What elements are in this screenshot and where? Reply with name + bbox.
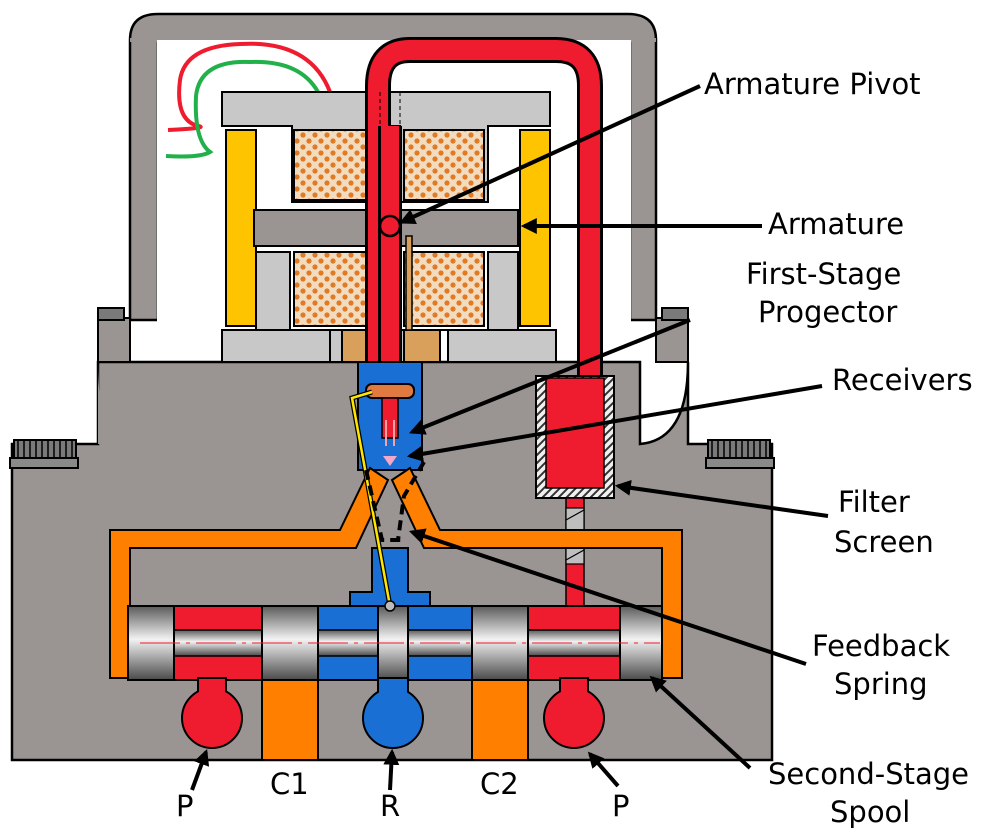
coil-upper-left [293, 129, 375, 201]
port-r-bulb [362, 687, 424, 749]
leader-port-p-left [190, 748, 210, 791]
port-p-left-bulb [181, 687, 243, 749]
port-p-right-bulb [543, 687, 605, 749]
receiver-jet-cone [383, 456, 397, 466]
label-receivers: Receivers [832, 363, 973, 397]
flexure-sleeve-right [405, 235, 413, 331]
supply-tube [365, 37, 603, 380]
coil-lower-left [293, 251, 375, 327]
red-wire [167, 41, 332, 132]
receiver-dashed-right [396, 460, 426, 541]
leader-lines [190, 84, 829, 791]
label-second-stage-line2: Spool [830, 795, 910, 829]
label-first-stage-line1: First-Stage [746, 257, 901, 291]
armature-pivot-point [378, 214, 402, 238]
leader-filter-screen [614, 479, 829, 518]
ports [181, 677, 605, 761]
magnet-left [225, 129, 257, 327]
label-armature: Armature [768, 207, 904, 241]
screw-right-top [661, 307, 689, 321]
filter-screen [535, 375, 615, 499]
port-label-c2: C2 [480, 767, 519, 801]
housing-flange-left [97, 317, 131, 363]
label-filter-line1: Filter [838, 485, 910, 519]
screw-left-top [97, 307, 125, 321]
flexure-block-right [403, 329, 441, 363]
label-filter-line2: Screen [834, 525, 934, 559]
port-label-r: R [380, 789, 400, 823]
leader-feedback-spring [408, 528, 807, 666]
leader-second-stage [649, 675, 752, 770]
projector-jet [381, 397, 399, 439]
label-first-stage-line2: Progector [758, 295, 897, 329]
leader-receivers [406, 384, 823, 462]
port-c2-passage [471, 679, 529, 761]
port-label-p-left: P [176, 789, 194, 823]
label-feedback-line1: Feedback [812, 629, 950, 663]
feedback-spring-core [350, 390, 392, 607]
coil-upper-right [403, 129, 485, 201]
spool [127, 605, 663, 681]
port-label-c1: C1 [270, 767, 309, 801]
receiver-dashed-left [364, 469, 404, 542]
leader-armature-pivot [399, 84, 701, 224]
projector-nozzle-cap [365, 383, 415, 399]
port-c1-passage [261, 679, 319, 761]
feedback-spring-ball [384, 600, 396, 612]
port-label-p-right: P [612, 789, 630, 823]
screw-right-bottom [705, 439, 775, 469]
label-second-stage-line1: Second-Stage [768, 757, 969, 791]
label-armature-pivot: Armature Pivot [704, 67, 921, 101]
screw-left-bottom [9, 439, 79, 469]
green-wire [165, 59, 320, 159]
label-feedback-line2: Spring [834, 667, 928, 701]
leader-port-p-right [587, 751, 620, 788]
coil-lower-right [403, 251, 485, 327]
leader-first-stage [409, 318, 691, 435]
leader-port-r [383, 748, 400, 791]
